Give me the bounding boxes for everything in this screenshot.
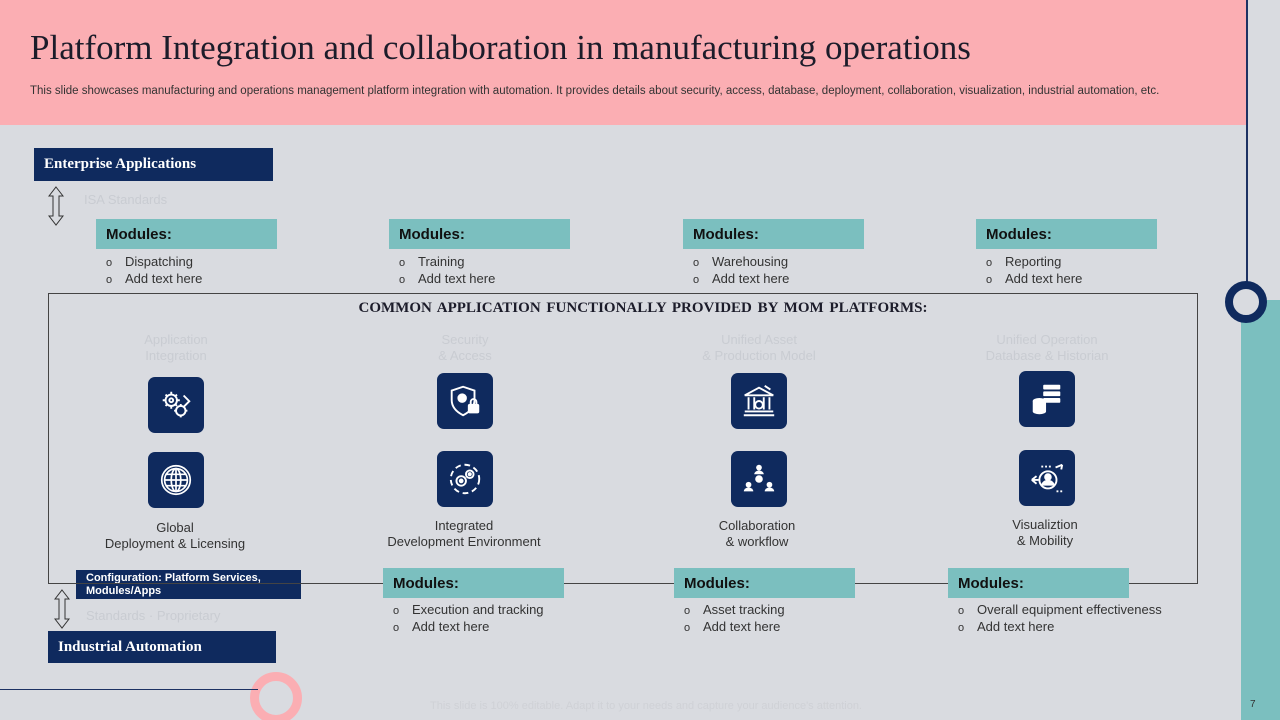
double-arrow-icon	[48, 186, 64, 226]
module-header: Modules:	[674, 568, 855, 598]
list-item: Dispatching	[104, 254, 202, 271]
team-gear-icon	[731, 451, 787, 507]
list-item: Add text here	[104, 271, 202, 288]
list-item: Training	[397, 254, 495, 271]
bank-dollar-icon	[731, 373, 787, 429]
header-banner: Platform Integration and collaboration i…	[0, 0, 1247, 125]
standards-text: Standards · Proprietary	[86, 608, 221, 623]
list-item: Asset tracking	[682, 602, 785, 619]
page-number: 7	[1250, 699, 1256, 710]
gears-arrow-icon	[148, 377, 204, 433]
navy-ring-decoration	[1225, 281, 1267, 323]
database-server-icon	[1019, 371, 1075, 427]
module-header: Modules:	[683, 219, 864, 249]
page-subtitle: This slide showcases manufacturing and o…	[30, 85, 1160, 97]
module-list: Overall equipment effectiveness Add text…	[956, 602, 1162, 636]
configuration-label: Configuration: Platform Services, Module…	[76, 570, 301, 599]
caption-collaboration-workflow: Collaboration& workflow	[718, 518, 796, 549]
list-item: Add text here	[397, 271, 495, 288]
module-header: Modules:	[389, 219, 570, 249]
caption-visualization-mobility: Visualiztion& Mobility	[1012, 517, 1078, 548]
list-item: Add text here	[391, 619, 544, 636]
module-list: Asset tracking Add text here	[682, 602, 785, 636]
gears-cycle-icon	[437, 451, 493, 507]
right-teal-bar	[1241, 300, 1280, 720]
list-item: Overall equipment effectiveness	[956, 602, 1162, 619]
list-item: Add text here	[682, 619, 785, 636]
module-header: Modules:	[96, 219, 277, 249]
right-divider-line	[1246, 0, 1248, 300]
module-header: Modules:	[976, 219, 1157, 249]
module-list: Reporting Add text here	[984, 254, 1082, 288]
enterprise-applications-label: Enterprise Applications	[34, 148, 273, 181]
double-arrow-icon	[54, 589, 70, 629]
bottom-divider-line	[0, 689, 258, 690]
module-header: Modules:	[383, 568, 564, 598]
list-item: Add text here	[956, 619, 1162, 636]
list-item: Reporting	[984, 254, 1082, 271]
module-list: Execution and tracking Add text here	[391, 602, 544, 636]
list-item: Add text here	[984, 271, 1082, 288]
industrial-automation-label: Industrial Automation	[48, 631, 276, 663]
list-item: Execution and tracking	[391, 602, 544, 619]
common-functions-title: COMMON APPLICATION FUNCTIONALLY PROVIDED…	[358, 300, 928, 316]
list-item: Add text here	[691, 271, 789, 288]
globe-icon	[148, 452, 204, 508]
isa-standards-text: ISA Standards	[84, 192, 168, 207]
shield-lock-icon	[437, 373, 493, 429]
ghost-caption: Unified Asset& Production Model	[702, 332, 816, 363]
list-item: Warehousing	[691, 254, 789, 271]
user-arrows-icon	[1019, 450, 1075, 506]
module-list: Dispatching Add text here	[104, 254, 202, 288]
pink-ring-decoration	[250, 672, 302, 720]
module-list: Training Add text here	[397, 254, 495, 288]
module-list: Warehousing Add text here	[691, 254, 789, 288]
module-header: Modules:	[948, 568, 1129, 598]
page-title: Platform Integration and collaboration i…	[30, 28, 971, 67]
footer-note: This slide is 100% editable. Adapt it to…	[430, 700, 862, 712]
ghost-caption: Security& Access	[438, 332, 492, 363]
common-functions-frame	[48, 293, 1198, 584]
